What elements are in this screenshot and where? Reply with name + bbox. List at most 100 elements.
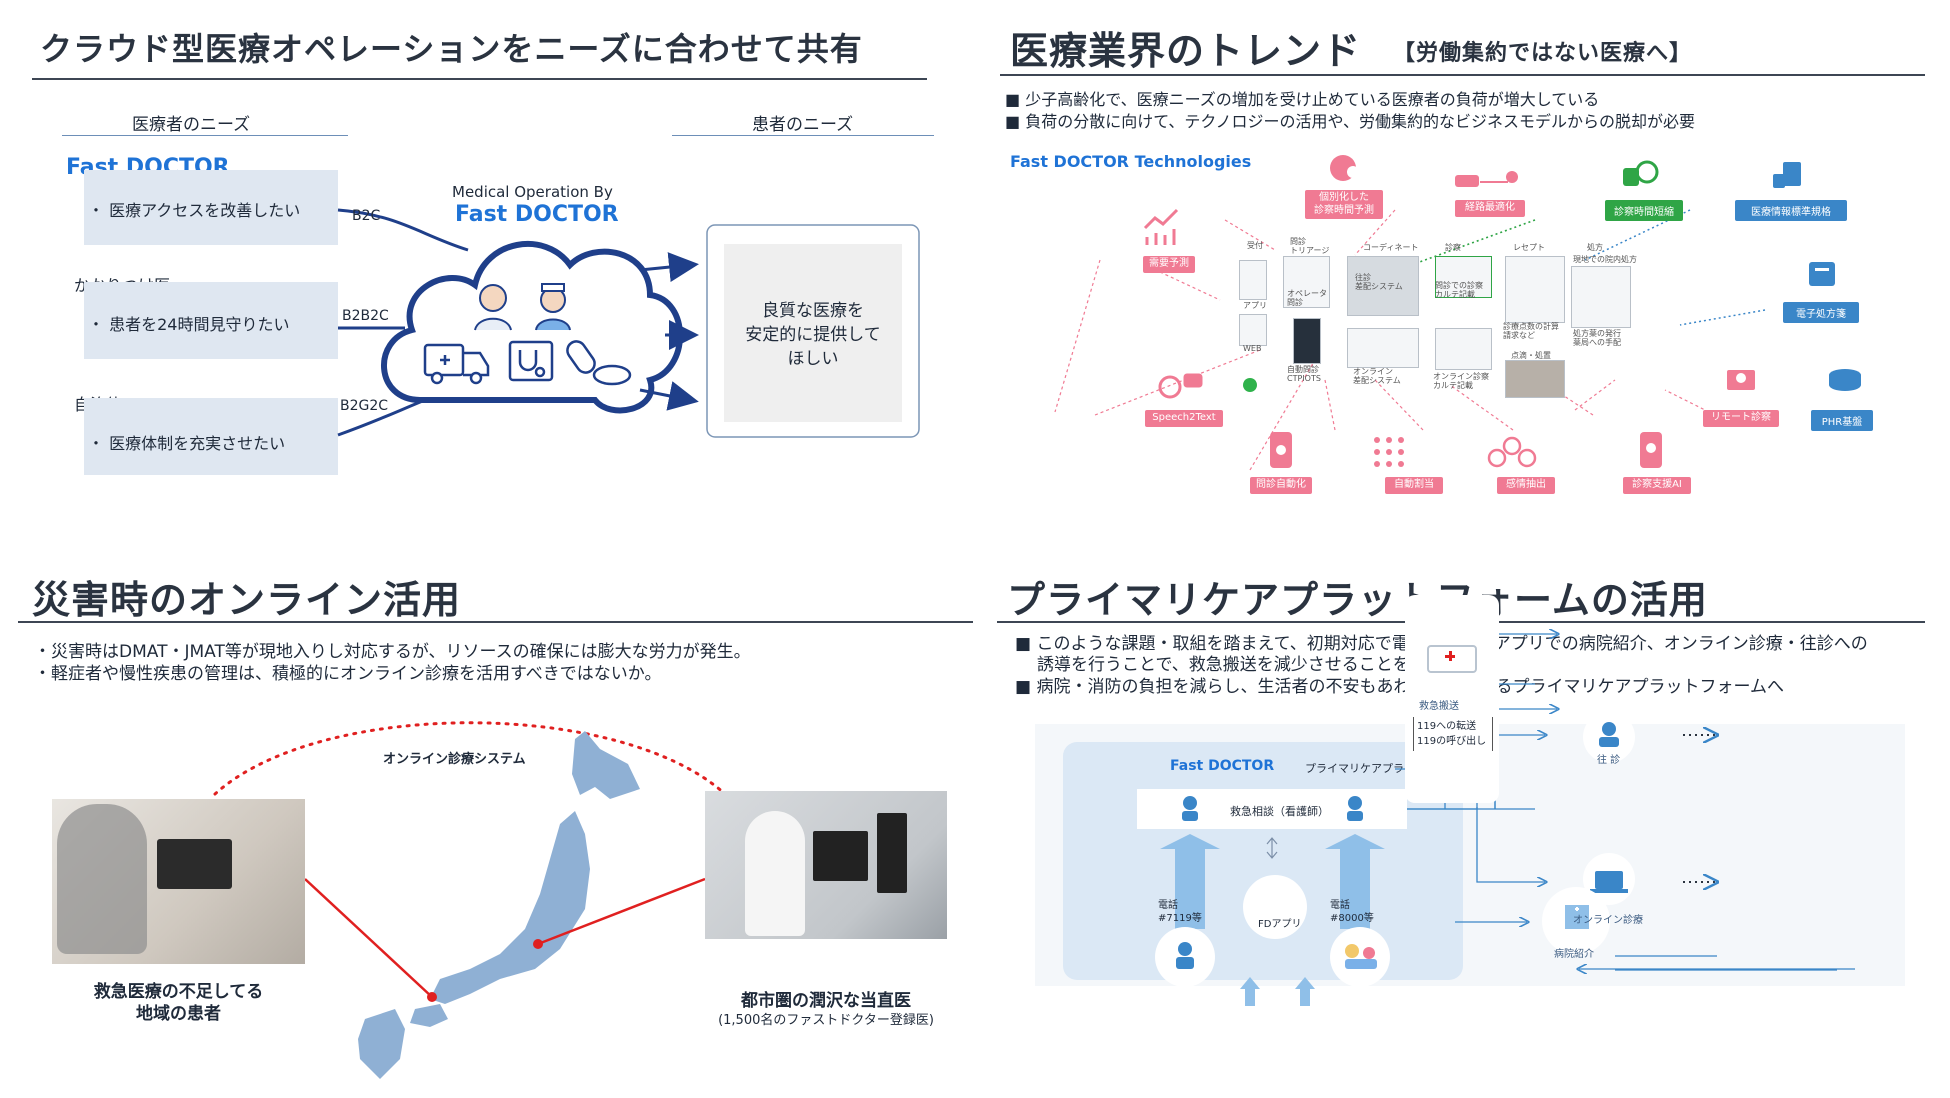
q3-map-diagram	[213, 721, 727, 1079]
small-arrow-up	[1240, 977, 1260, 1006]
q4-app: FDアプリ	[1258, 919, 1302, 930]
family-circle	[1330, 927, 1390, 987]
japan-map	[358, 731, 640, 1079]
chip-e-prescription: 電子処方箋	[1783, 302, 1859, 323]
q4-branch-online	[1476, 807, 1545, 882]
q3-dotted-arc	[213, 721, 727, 796]
q2-screen-label: 診療点数の計算 請求など	[1503, 322, 1559, 340]
q2-bullet-2: ■ 負荷の分散に向けて、テクノロジーの活用や、労働集約的なビジネスモデルからの脱…	[1005, 112, 1695, 131]
trend-chart-icon	[1143, 208, 1179, 245]
q4-ambulance: 救急搬送	[1419, 701, 1459, 712]
app-screen	[1239, 314, 1267, 346]
q2-flow-label: 受付	[1247, 241, 1263, 250]
double-arrow	[1266, 837, 1278, 859]
q2-screen-label: アプリ	[1243, 301, 1267, 310]
q2-screen-label: 現地での院内処方	[1573, 255, 1637, 264]
q4-platform-box	[1063, 742, 1463, 980]
doctor-figure	[745, 811, 805, 936]
q1-need-box-2	[84, 282, 338, 359]
q2-screen-label: 処方薬の発行 薬局への手配	[1573, 329, 1621, 347]
database-icon	[1829, 369, 1861, 391]
q3-point-right	[533, 939, 543, 949]
q3-panel: 災害時のオンライン活用 ・災害時はDMAT・JMAT等が現地入りし対応するが、リ…	[0, 549, 975, 1098]
q4-branch	[1494, 634, 1557, 709]
phone-icon	[1270, 432, 1292, 468]
q3-bullet-1: ・災害時はDMAT・JMAT等が現地入りし対応するが、リソースの確保には膨大な労…	[34, 642, 751, 662]
q3-system-label: オンライン診療システム	[383, 752, 526, 767]
q2-title-rule	[1000, 74, 1925, 76]
dots-network-icon	[1374, 437, 1404, 467]
q2-flow-label: 診察	[1445, 243, 1461, 252]
big-arrow-up-right	[1325, 834, 1385, 929]
q2-screen-label: 往診 差配システム	[1355, 273, 1403, 291]
person-phone-icon	[1176, 942, 1194, 969]
q4-bullet-1b: 誘導を行うことで、救急搬送を減少させることを検討	[1037, 655, 1444, 675]
prescription-icon	[1809, 262, 1835, 286]
monitor-icon	[877, 813, 907, 893]
hospital-icon	[1565, 905, 1589, 929]
operator-screen	[1283, 256, 1330, 308]
q4-consult-label: 救急相談（看護師）	[1230, 805, 1329, 818]
q3-point-left	[427, 992, 437, 1002]
q2-flow-screens: 受付 問診 トリアージ コーディネート 診察 レセプト 処方 アプリ WEB オ…	[1235, 237, 1675, 418]
q2-title-sub: 【労働集約ではない医療へ】	[1393, 41, 1693, 66]
q1-patient-need: 良質な医療を 安定的に提供して ほしい	[745, 301, 881, 369]
laptop-doctor-icon	[1590, 871, 1628, 893]
chip-phr: PHR基盤	[1811, 410, 1873, 431]
q1-col-patients-underline	[672, 135, 934, 136]
q1-need-box-1	[84, 170, 338, 245]
q3-right-sub: (1,500名のファストドクター登録医)	[718, 1013, 934, 1028]
chip-time-reduction: 診察時間短縮	[1605, 200, 1683, 221]
q1-cloud-caption: Medical Operation By	[452, 183, 613, 201]
q2-brand: Fast DOCTOR Technologies	[1010, 152, 1252, 171]
q4-ambulance-note-box	[1413, 717, 1493, 751]
prescription-screen	[1571, 266, 1631, 328]
emotion-faces-icon	[1487, 436, 1537, 468]
chip-route-optimization: 経路最適化	[1455, 200, 1525, 217]
q2-screen-label: 問診での診察 カルテ記載	[1435, 281, 1483, 299]
q2-flow-label: レセプト	[1513, 243, 1545, 252]
small-arrow-up	[1295, 977, 1315, 1006]
q3-line-right	[537, 877, 706, 946]
q3-right-caption: 都市圏の潤沢な当直医	[741, 991, 911, 1011]
ambulance-icon	[423, 343, 490, 385]
q1-col-providers-underline	[62, 135, 348, 136]
line-icon	[1243, 378, 1257, 392]
dispatch-map-screen	[1347, 256, 1419, 316]
q4-ambulance-note: 119への転送 119の呼び出し	[1417, 721, 1487, 747]
chip-emotion-extraction: 感情抽出	[1497, 477, 1555, 494]
car-pin-icon	[1455, 171, 1518, 187]
q1-title-rule	[32, 78, 927, 80]
chip-remote-exam: リモート診察	[1703, 410, 1779, 427]
q1-col-patients: 患者のニーズ	[752, 115, 854, 135]
family-icon	[1345, 944, 1377, 969]
chip-interview-automation: 問診自動化	[1250, 477, 1312, 494]
q3-bullet-2: ・軽症者や慢性疾患の管理は、積極的にオンライン診療を活用すべきではないか。	[34, 664, 662, 684]
q1-line-b2c	[337, 208, 469, 252]
q2-flow-label: コーディネート	[1363, 243, 1419, 252]
laptop-icon	[157, 839, 232, 889]
q4-title: プライマリケアプラットフォームの活用	[1007, 578, 1708, 622]
chip-data-standard: 医療情報標準規格	[1735, 200, 1847, 221]
auto-interview-screen	[1293, 318, 1321, 364]
q1-need-3: ・ 医療体制を充実させたい	[88, 434, 286, 453]
q2-screen-label: オンライン 差配システム	[1353, 367, 1401, 385]
thumb-clock-icon	[1623, 160, 1659, 186]
q1-need-box-3	[84, 398, 338, 475]
q4-hospital: 病院紹介	[1554, 949, 1594, 960]
q2-bullet-1: ■ 少子高齢化で、医療ニーズの増加を受け止めている医療者の負荷が増大している	[1005, 90, 1600, 109]
document-icon	[1773, 162, 1801, 188]
q4-house-visit: 往 診	[1597, 755, 1621, 766]
app-user-circle	[1243, 875, 1307, 939]
q4-phone-2: 電話 #8000等	[1330, 900, 1374, 924]
q4-brand: Fast DOCTOR	[1170, 758, 1275, 774]
visit-chart-screen	[1435, 256, 1492, 298]
billing-screen	[1505, 256, 1565, 323]
doctor-icon	[474, 284, 512, 331]
q3-doctor-photo	[705, 791, 947, 939]
q2-icons	[1143, 155, 1861, 468]
q3-line-left	[304, 878, 433, 998]
remote-doctor-icon	[1727, 370, 1755, 390]
q1-patient-box-fill	[724, 244, 902, 422]
q3-title-rule	[18, 621, 973, 623]
